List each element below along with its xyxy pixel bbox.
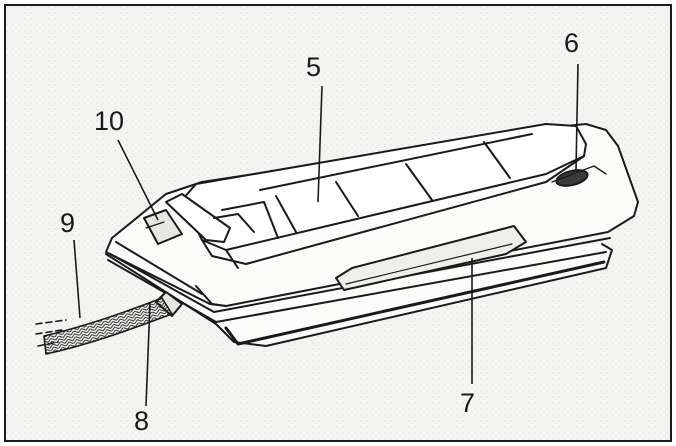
base-shadow [224,260,606,346]
cable-dashes [35,319,67,347]
leader-8 [145,301,151,407]
cable-braid [43,297,173,355]
callout-9: 9 [60,208,76,238]
callout-7: 7 [460,388,476,418]
housing-edge-lower [107,251,607,323]
slot-divider-4 [483,141,511,179]
callout-6: 6 [564,28,580,58]
front-tab [165,193,231,243]
device-illustration [6,6,670,440]
top-panel [181,123,587,251]
leader-10 [117,139,159,221]
leader-6 [575,63,579,171]
diagram-frame: 5 6 7 8 9 10 [4,4,672,442]
slot-divider-1 [275,195,297,233]
leader-5 [317,85,323,203]
switch-button [143,209,183,245]
callout-8: 8 [134,406,150,436]
slot-divider-3 [405,163,433,201]
indicator-lamp [555,169,589,187]
callout-10: 10 [94,106,125,136]
leader-9 [73,239,81,319]
side-grip [335,225,527,291]
callout-5: 5 [306,52,322,82]
housing-edge [109,237,611,313]
slot-divider-2 [335,181,359,217]
